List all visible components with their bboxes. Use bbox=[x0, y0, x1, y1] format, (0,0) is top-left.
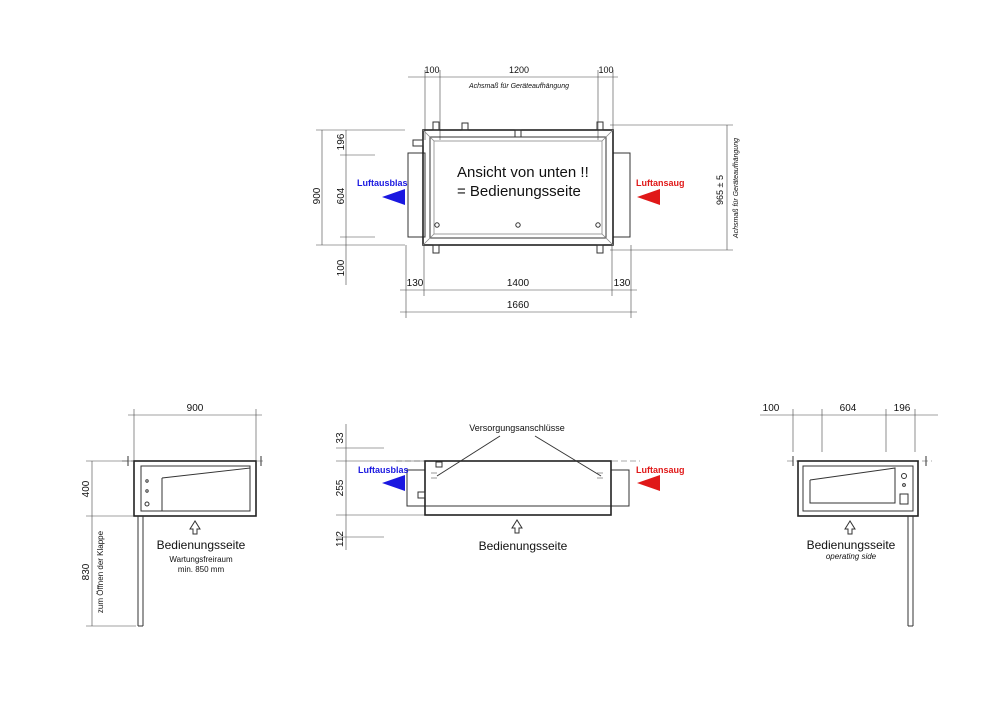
dim-mid-255: 255 bbox=[335, 479, 346, 496]
label-intake-mid: Luftansaug bbox=[636, 465, 685, 475]
dim-mid-33: 33 bbox=[335, 432, 346, 444]
dim-left-604: 604 bbox=[336, 187, 347, 204]
dim-bottom-130-right: 130 bbox=[614, 278, 631, 289]
top-view: 100 1200 100 Achsmaß für Geräteaufhängun… bbox=[312, 65, 740, 318]
arrow-exhaust-mid-icon bbox=[382, 475, 405, 491]
right-side-view: 100 604 196 Bedienungsseite operating si… bbox=[760, 403, 938, 627]
left-view-housing bbox=[133, 460, 257, 517]
note-view-from-below: Ansicht von unten !! bbox=[457, 164, 589, 181]
arrow-intake-mid-icon bbox=[637, 475, 660, 491]
label-intake-top: Luftansaug bbox=[636, 178, 685, 188]
service-space-min: min. 850 mm bbox=[178, 565, 225, 574]
right-view-housing bbox=[797, 460, 919, 517]
dim-right-view-196: 196 bbox=[894, 403, 911, 414]
dim-left-100: 100 bbox=[336, 259, 347, 276]
dim-left-196: 196 bbox=[336, 133, 347, 150]
dim-bottom-130-left: 130 bbox=[407, 278, 424, 289]
left-view-side-label: Bedienungsseite bbox=[157, 538, 246, 552]
note-operating-side: = Bedienungsseite bbox=[457, 183, 581, 200]
label-exhaust-mid: Luftausblas bbox=[358, 465, 409, 475]
dim-left-view-400: 400 bbox=[81, 480, 92, 497]
arrow-intake-icon bbox=[637, 189, 660, 205]
operating-side-marker-icon bbox=[189, 520, 201, 535]
dim-bottom-1660: 1660 bbox=[507, 300, 530, 311]
dim-mid-112: 112 bbox=[335, 531, 346, 547]
service-space-label: Wartungsfreiraum bbox=[169, 555, 233, 564]
dim-top-100-left: 100 bbox=[424, 65, 439, 75]
mid-view-side-label: Bedienungsseite bbox=[479, 539, 568, 553]
label-open-flap: zum Öffnen der Klappe bbox=[96, 530, 105, 613]
dim-right-view-100: 100 bbox=[763, 403, 780, 414]
right-view-side-label: Bedienungsseite bbox=[807, 538, 896, 552]
label-exhaust-top: Luftausblas bbox=[357, 178, 408, 188]
dim-bottom-1400: 1400 bbox=[507, 278, 530, 289]
axis-label-right: Achsmaß für Geräteaufhängung bbox=[733, 138, 740, 239]
operating-side-right-marker-icon bbox=[844, 520, 856, 535]
left-side-view: 900 400 830 zum Öffnen der Klappe Bedien… bbox=[81, 403, 266, 627]
right-view-side-label-en: operating side bbox=[826, 552, 877, 561]
front-side-view: 33 255 112 Versorgungsanschlüsse Luftaus… bbox=[335, 423, 685, 553]
dim-top-1200: 1200 bbox=[509, 65, 529, 75]
dim-left-900: 900 bbox=[312, 187, 323, 204]
arrow-exhaust-icon bbox=[382, 189, 405, 205]
supply-connections-label: Versorgungsanschlüsse bbox=[469, 423, 565, 433]
front-view-housing bbox=[424, 460, 612, 516]
dim-right-view-604: 604 bbox=[840, 403, 857, 414]
axis-label-top: Achsmaß für Geräteaufhängung bbox=[468, 83, 569, 90]
dim-top-100-right: 100 bbox=[598, 65, 613, 75]
dim-left-view-830: 830 bbox=[81, 563, 92, 580]
dim-left-view-900: 900 bbox=[187, 403, 204, 414]
operating-side-mid-marker-icon bbox=[511, 519, 523, 534]
dim-right-965: 965 ± 5 bbox=[715, 175, 725, 205]
